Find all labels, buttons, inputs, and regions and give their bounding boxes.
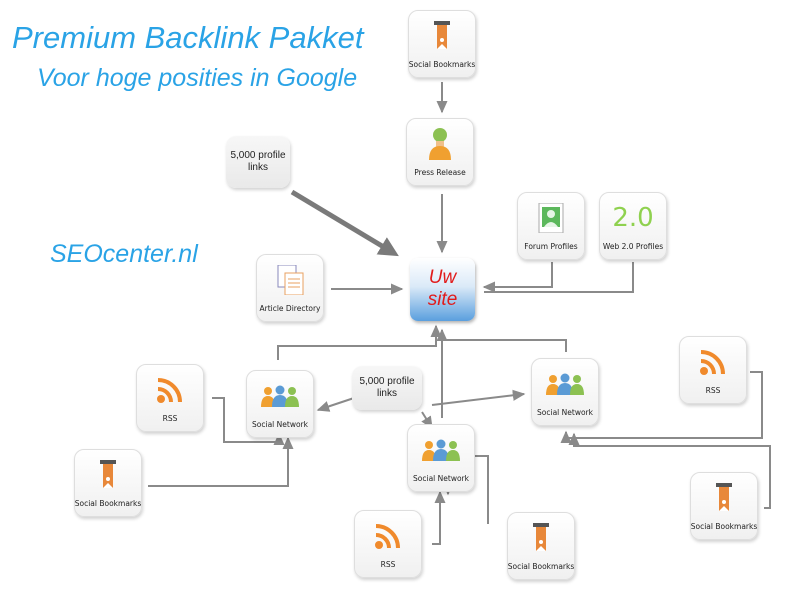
node-label: Article Directory — [259, 304, 321, 313]
node-label: Press Release — [414, 168, 466, 177]
node-social-network-left: Social Network — [246, 370, 314, 438]
site-label-line1: Uw — [428, 267, 457, 288]
your-site-node: Uw site — [410, 258, 475, 321]
connector-web20-site — [484, 262, 634, 293]
node-social-bookmarks-right: Social Bookmarks — [690, 472, 758, 540]
page-title: Premium Backlink Pakket — [12, 20, 364, 55]
node-label: Social Bookmarks — [690, 522, 758, 531]
node-rss-right: RSS — [679, 336, 747, 404]
node-forum-profiles: Forum Profiles — [517, 192, 585, 260]
connector-snright-site — [446, 339, 567, 352]
node-label: Social Bookmarks — [74, 499, 142, 508]
node-label: Social Bookmarks — [408, 60, 476, 69]
bookmark-icon — [716, 483, 732, 511]
node-label: RSS — [380, 560, 396, 569]
node-label: Social Network — [413, 474, 469, 483]
rss-icon — [700, 350, 725, 375]
connector-forum-site — [482, 262, 553, 293]
bubble-line1: 5,000 profile — [359, 376, 415, 387]
people-icon — [261, 385, 299, 407]
node-label: Forum Profiles — [524, 242, 578, 251]
node-rss-bottom: RSS — [354, 510, 422, 578]
people-icon — [422, 439, 460, 461]
node-label: Social Bookmarks — [507, 562, 575, 571]
node-social-bookmarks-bottom: Social Bookmarks — [507, 512, 575, 580]
connector-snleft-site — [277, 324, 442, 360]
person-icon — [429, 128, 451, 160]
bubble-line1: 5,000 profile — [230, 150, 286, 161]
node-label: Social Network — [252, 420, 308, 429]
connector-bigarrow-site — [290, 189, 399, 257]
connector-rssleft-snleft — [212, 397, 285, 446]
bubble-line2: links — [376, 388, 397, 399]
node-social-bookmarks-left: Social Bookmarks — [74, 449, 142, 517]
site-label-line2: site — [427, 289, 458, 310]
bubble-line2: links — [247, 162, 268, 173]
connector-rssbottom-sncenter — [432, 490, 446, 545]
connector-bubble-snleft — [316, 397, 355, 412]
bookmark-icon — [533, 523, 549, 551]
connector-bmright-snright — [568, 432, 771, 509]
node-press-release: Press Release — [406, 118, 474, 186]
node-web20-profiles: 2.0 Web 2.0 Profiles — [599, 192, 667, 260]
node-label: RSS — [162, 414, 178, 423]
rss-icon — [157, 378, 182, 403]
web20-icon: 2.0 — [612, 203, 654, 233]
rss-icon — [375, 524, 400, 549]
node-social-network-right: Social Network — [531, 358, 599, 426]
connector-bubble-snright — [431, 389, 526, 406]
page-subtitle: Voor hoge posities in Google — [37, 64, 358, 92]
articles-icon — [277, 265, 304, 295]
node-social-network-center: Social Network — [407, 424, 475, 492]
connector-rssright-snright — [560, 371, 763, 444]
brand-label: SEOcenter.nl — [50, 240, 198, 268]
node-label: Web 2.0 Profiles — [602, 242, 664, 251]
bookmark-icon — [100, 460, 116, 488]
node-label: RSS — [705, 386, 721, 395]
node-label: Social Network — [537, 408, 593, 417]
node-article-directory: Article Directory — [256, 254, 324, 322]
people-icon — [546, 373, 584, 395]
node-social-bookmarks-top: Social Bookmarks — [408, 10, 476, 78]
document-icon — [538, 203, 564, 233]
node-rss-left: RSS — [136, 364, 204, 432]
connector-bmleft-snleft — [148, 436, 294, 487]
bookmark-icon — [434, 21, 450, 49]
